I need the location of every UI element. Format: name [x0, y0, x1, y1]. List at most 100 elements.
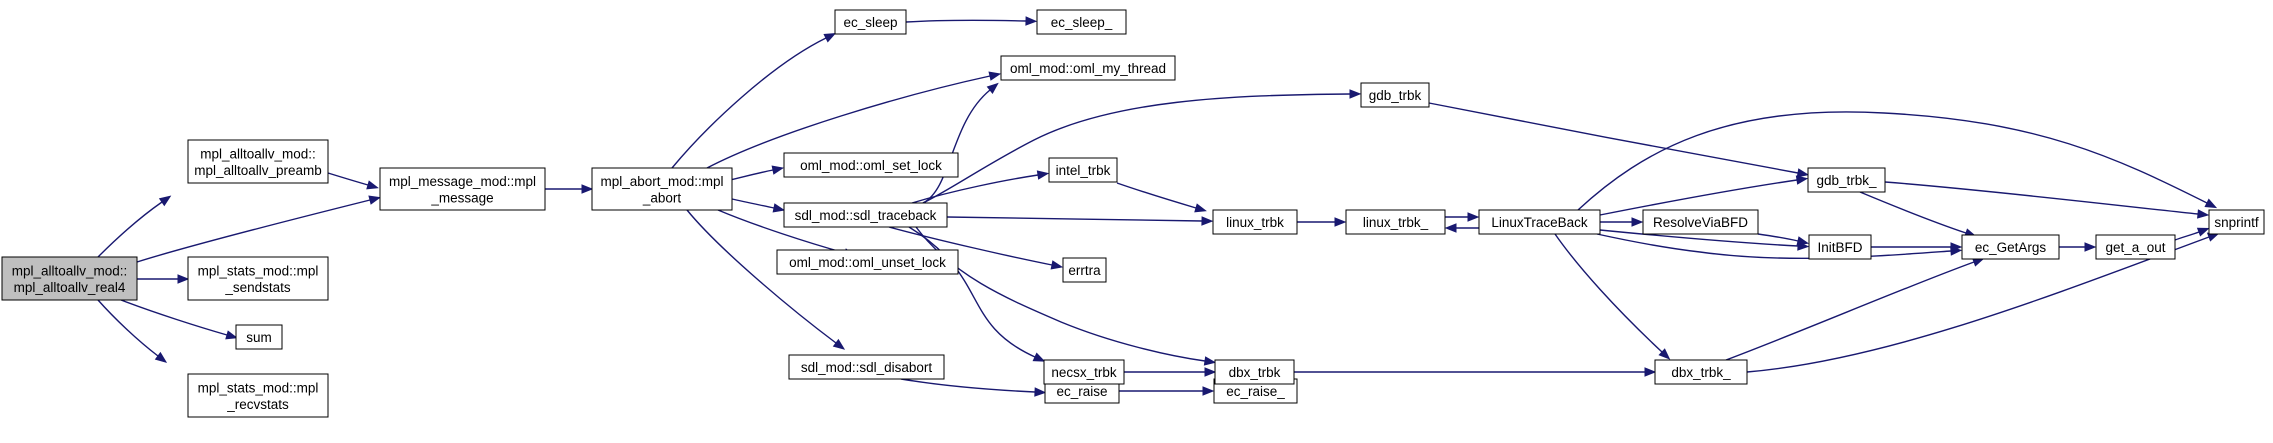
- node-label: ec_sleep_: [1051, 15, 1113, 30]
- edge-sdl_traceback-to-dbx_trbk: [915, 226, 1217, 366]
- node-necsx-trbk[interactable]: necsx_trbk: [1043, 359, 1125, 385]
- node-box[interactable]: [1000, 55, 1176, 81]
- arrowhead: [986, 82, 999, 94]
- arrowhead: [1658, 348, 1671, 360]
- node-box[interactable]: [2208, 209, 2265, 235]
- node-box[interactable]: [776, 249, 959, 275]
- node-box[interactable]: [1961, 234, 2060, 260]
- nodes-layer: mpl_alltoallv_mod::mpl_alltoallv_real4mp…: [1, 9, 2265, 418]
- node-label: mpl_message_mod::mpl: [389, 174, 536, 189]
- edge-LinuxTraceBack-to-dbx_trbk_: [1554, 233, 1671, 360]
- node-box[interactable]: [1478, 209, 1601, 235]
- node-errtra[interactable]: errtra: [1062, 257, 1107, 283]
- node-gdb-trbk-[interactable]: gdb_trbk_: [1807, 167, 1886, 193]
- node-box[interactable]: [187, 139, 329, 184]
- node-label: sdl_mod::sdl_traceback: [795, 208, 937, 223]
- node-get-a-out[interactable]: get_a_out: [2095, 234, 2176, 260]
- node-box[interactable]: [1212, 209, 1298, 235]
- arrowhead: [771, 165, 785, 175]
- node-ec-sleep[interactable]: ec_sleep: [834, 9, 907, 35]
- arrowhead: [368, 195, 381, 205]
- node-box[interactable]: [1345, 209, 1446, 235]
- node-box[interactable]: [1214, 359, 1295, 385]
- node-box[interactable]: [834, 9, 907, 35]
- arrowhead: [1194, 203, 1207, 213]
- node-linux-trbk-[interactable]: linux_trbk_: [1345, 209, 1446, 235]
- edge-line: [671, 37, 827, 169]
- node-recvstats[interactable]: mpl_stats_mod::mpl_recvstats: [187, 373, 329, 418]
- node-label: mpl_stats_mod::mpl: [198, 380, 319, 395]
- node-box[interactable]: [187, 373, 329, 418]
- edge-line: [1554, 233, 1663, 353]
- edge-sdl_disabort-to-ec_raise: [900, 378, 1047, 397]
- arrowhead: [1204, 367, 1217, 377]
- node-box[interactable]: [591, 167, 733, 211]
- node-box[interactable]: [1654, 359, 1748, 385]
- node-abort[interactable]: mpl_abort_mod::mpl_abort: [591, 167, 733, 211]
- node-linux-trbk[interactable]: linux_trbk: [1212, 209, 1298, 235]
- node-box[interactable]: [783, 152, 959, 178]
- node-box[interactable]: [1807, 167, 1886, 193]
- node-snprintf[interactable]: snprintf: [2208, 209, 2265, 235]
- node-label: mpl_stats_mod::mpl: [198, 263, 319, 278]
- node-box[interactable]: [187, 256, 329, 301]
- node-sum[interactable]: sum: [235, 324, 283, 350]
- edge-gdb_trbk-to-gdb_trbk_: [1428, 102, 1810, 178]
- node-label: sdl_mod::sdl_disabort: [801, 360, 933, 375]
- edge-line: [1859, 191, 1967, 234]
- node-dbx-trbk[interactable]: dbx_trbk: [1214, 359, 1295, 385]
- edge-preamb-to-message: [327, 172, 379, 190]
- node-label: errtra: [1068, 263, 1101, 278]
- edge-line: [1428, 102, 1799, 174]
- node-oml-set-lock[interactable]: oml_mod::oml_set_lock: [783, 152, 959, 178]
- edge-line: [911, 174, 1039, 204]
- node-label: linux_trbk_: [1363, 215, 1429, 230]
- node-box[interactable]: [2095, 234, 2176, 260]
- node-ec-sleep-[interactable]: ec_sleep_: [1036, 9, 1127, 35]
- node-sdl-traceback[interactable]: sdl_mod::sdl_traceback: [783, 202, 948, 228]
- node-box[interactable]: [1642, 209, 1759, 235]
- arrowhead: [2084, 242, 2097, 252]
- edge-line: [1599, 179, 1798, 216]
- node-box[interactable]: [1360, 82, 1430, 108]
- node-box[interactable]: [235, 324, 283, 350]
- node-box[interactable]: [1, 256, 138, 301]
- node-box[interactable]: [1808, 234, 1872, 260]
- edge-line: [2174, 231, 2200, 241]
- edge-line: [922, 93, 1351, 204]
- node-initbfd[interactable]: InitBFD: [1808, 234, 1872, 260]
- node-box[interactable]: [1043, 359, 1125, 385]
- edge-line: [729, 169, 774, 181]
- node-box[interactable]: [379, 167, 546, 211]
- edge-line: [905, 19, 1027, 23]
- node-label: oml_mod::oml_my_thread: [1010, 61, 1166, 76]
- arrowhead: [1795, 175, 1809, 185]
- node-label: ResolveViaBFD: [1653, 215, 1748, 230]
- node-oml-my-thread[interactable]: oml_mod::oml_my_thread: [1000, 55, 1176, 81]
- node-resolveviabfd[interactable]: ResolveViaBFD: [1642, 209, 1759, 235]
- node-dbx-trbk-[interactable]: dbx_trbk_: [1654, 359, 1748, 385]
- node-label: mpl_abort_mod::mpl: [600, 174, 723, 189]
- edge-sdl_traceback-to-necsx_trbk: [908, 226, 1046, 362]
- node-intel-trbk[interactable]: intel_trbk: [1048, 157, 1118, 183]
- node-box[interactable]: [1048, 157, 1118, 183]
- node-box[interactable]: [1036, 9, 1127, 35]
- edge-line: [97, 201, 163, 258]
- node-box[interactable]: [783, 202, 948, 228]
- node-sendstats[interactable]: mpl_stats_mod::mpl_sendstats: [187, 256, 329, 301]
- arrowhead: [2204, 198, 2218, 209]
- node-sdl-disabort[interactable]: sdl_mod::sdl_disabort: [788, 354, 945, 380]
- node-linuxtraceback[interactable]: LinuxTraceBack: [1478, 209, 1601, 235]
- node-oml-unset-lock[interactable]: oml_mod::oml_unset_lock: [776, 249, 959, 275]
- node-root[interactable]: mpl_alltoallv_mod::mpl_alltoallv_real4: [1, 256, 138, 301]
- arrowhead: [158, 195, 172, 207]
- arrowhead: [1444, 223, 1457, 233]
- node-box[interactable]: [1062, 257, 1107, 283]
- node-gdb-trbk[interactable]: gdb_trbk: [1360, 82, 1430, 108]
- node-preamb[interactable]: mpl_alltoallv_mod::mpl_alltoallv_preamb: [187, 139, 329, 184]
- edge-root-to-recvstats: [97, 299, 168, 363]
- node-box[interactable]: [788, 354, 945, 380]
- node-label: sum: [246, 330, 272, 345]
- node-ec-getargs[interactable]: ec_GetArgs: [1961, 234, 2060, 260]
- node-message[interactable]: mpl_message_mod::mpl_message: [379, 167, 546, 211]
